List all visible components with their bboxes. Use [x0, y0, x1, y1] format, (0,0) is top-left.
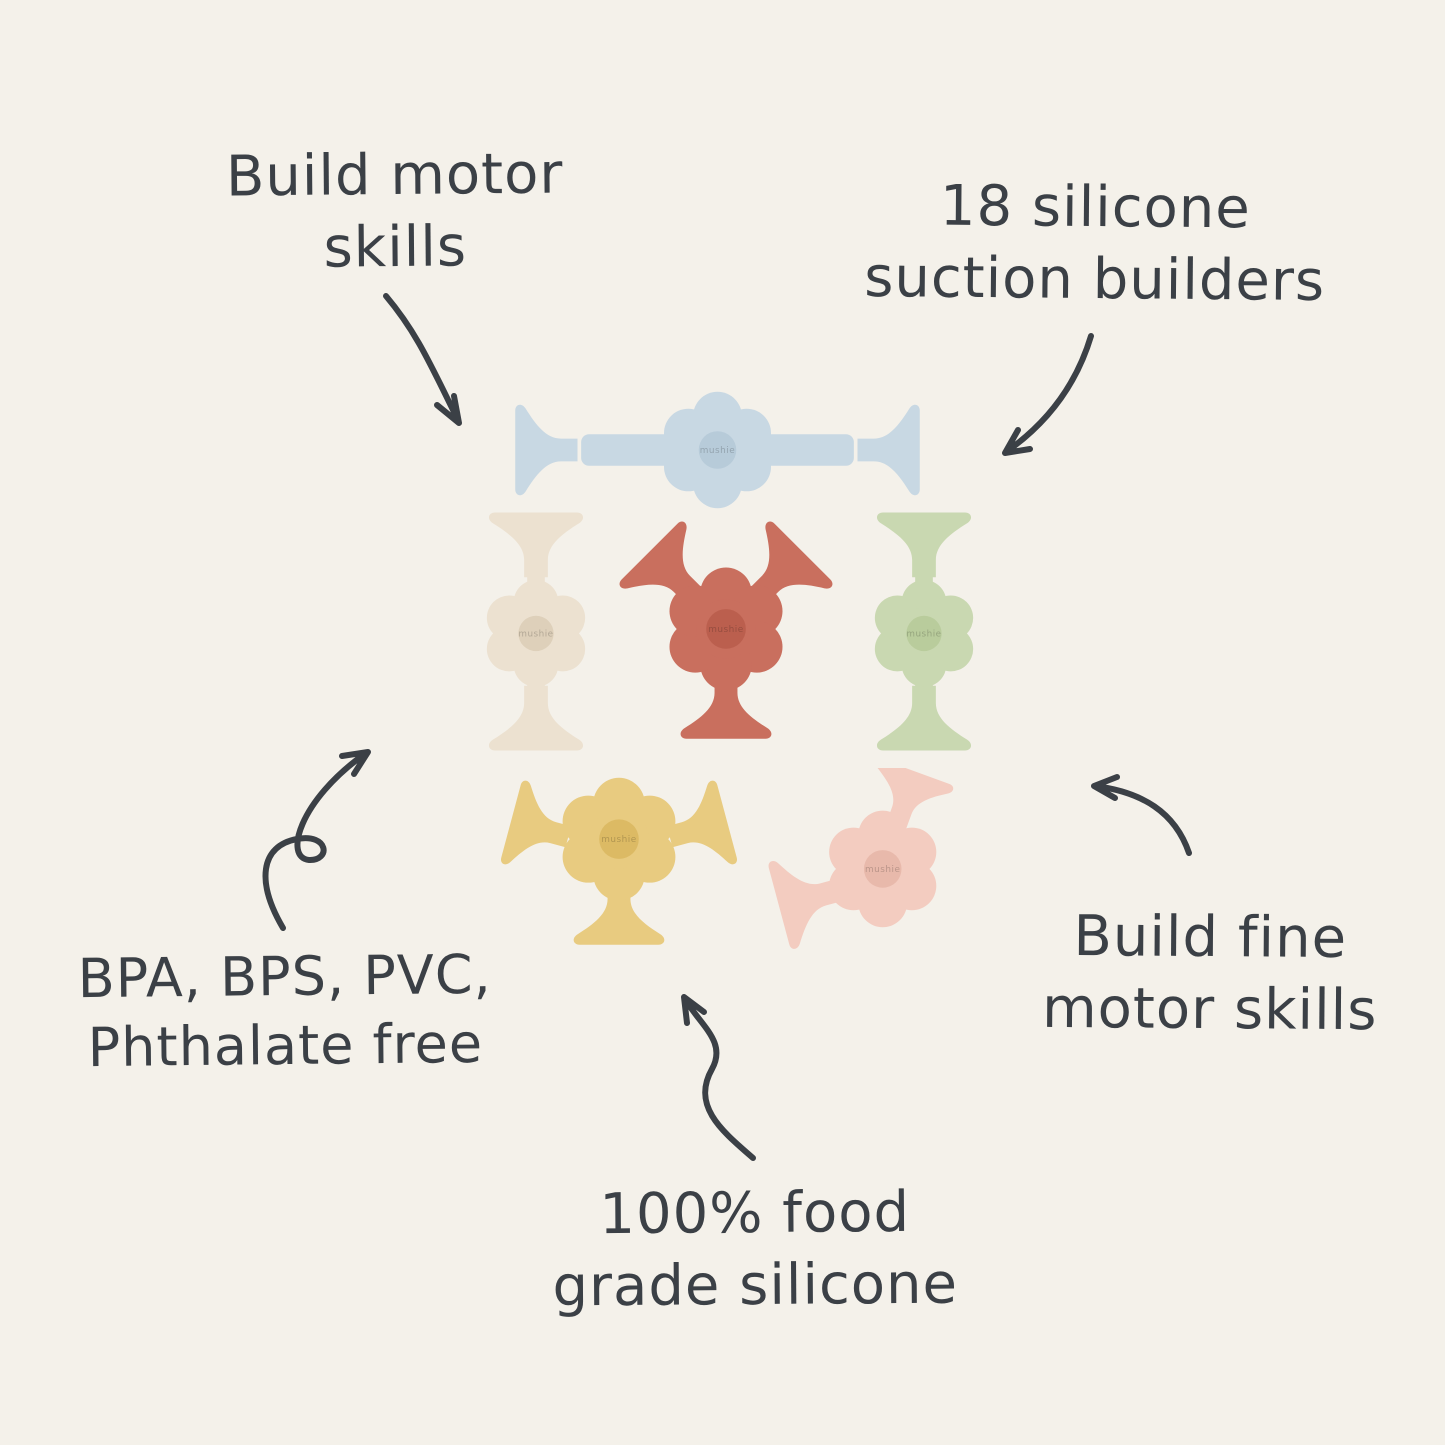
label-line: Build motor — [225, 141, 564, 210]
label-build-fine-motor-skills: Build fine motor skills — [1010, 901, 1411, 1047]
label-line: BPA, BPS, PVC, — [77, 942, 492, 1011]
arrow-bpa-free — [262, 749, 371, 931]
flower-center — [518, 615, 554, 652]
flower-center — [706, 609, 746, 649]
label-silicone-suction-builders: 18 silicone suction builders — [819, 170, 1370, 318]
suction-cup — [857, 404, 920, 496]
suction-cup — [488, 512, 584, 578]
toy-blue-bar-builder: mushie — [515, 391, 920, 509]
brand-text: mushie — [518, 629, 553, 639]
label-line: grade silicone — [552, 1251, 959, 1320]
toy-pink-flower-builder: mushie — [767, 768, 955, 950]
toy-cream-spool-builder: mushie — [486, 512, 586, 751]
arrow-build-motor — [383, 293, 462, 426]
brand-text: mushie — [708, 625, 744, 635]
label-line: 100% food — [599, 1179, 911, 1248]
label-build-motor-skills: Build motor skills — [159, 138, 630, 285]
toy-yellow-flower-builder: mushie — [499, 777, 739, 945]
suction-cup — [515, 404, 578, 496]
label-line: Phthalate free — [87, 1012, 484, 1080]
flower-center — [698, 431, 737, 469]
suction-cup — [876, 512, 972, 578]
brand-text: mushie — [906, 629, 941, 639]
brand-text: mushie — [865, 865, 900, 875]
label-line: suction builders — [863, 244, 1326, 314]
label-line: Build fine — [1073, 904, 1348, 971]
arrow-food-grade — [681, 994, 756, 1161]
toy-terracotta-horn-builder: mushie — [617, 519, 835, 739]
brand-text: mushie — [700, 446, 735, 456]
label-food-grade-silicone: 100% food grade silicone — [545, 1177, 966, 1323]
label-bpa-free: BPA, BPS, PVC, Phthalate free — [24, 939, 545, 1083]
label-line: skills — [323, 214, 468, 281]
arrow-fine-motor — [1091, 774, 1192, 856]
label-line: 18 silicone — [939, 173, 1252, 242]
label-line: motor skills — [1041, 975, 1378, 1043]
flower-center — [599, 819, 639, 859]
suction-cup — [876, 685, 972, 751]
suction-cup — [488, 685, 584, 751]
toy-green-spool-builder: mushie — [874, 512, 974, 751]
brand-text: mushie — [601, 835, 636, 845]
flower-center — [863, 850, 902, 888]
arrow-suction-builders — [1002, 333, 1094, 456]
flower-center — [906, 615, 942, 652]
